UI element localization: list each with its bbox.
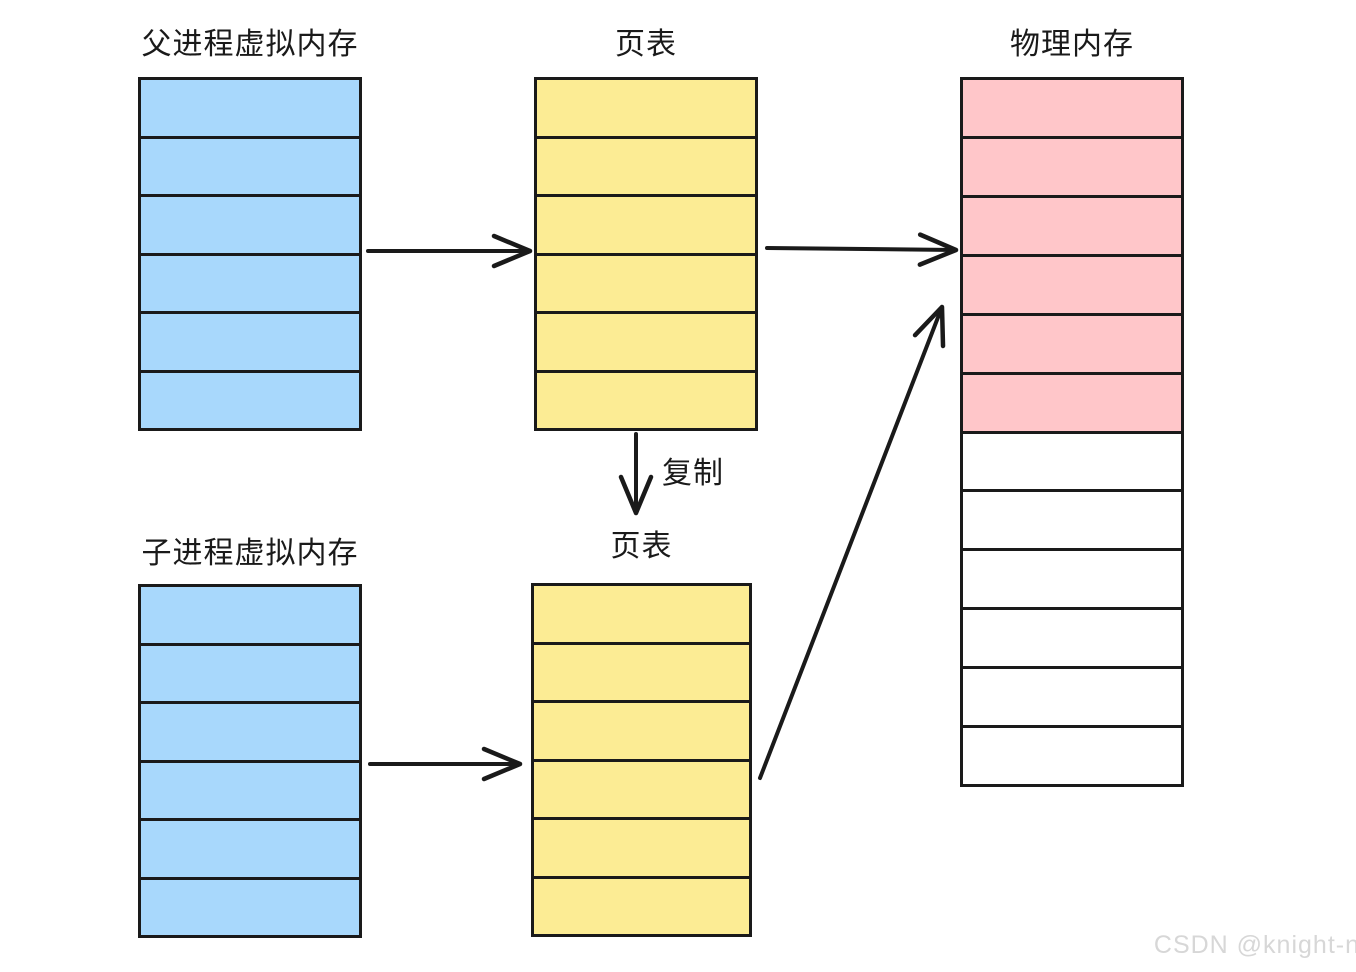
memory-row <box>963 138 1181 198</box>
memory-row <box>963 728 1181 785</box>
memory-row <box>141 255 359 314</box>
parent-memory-box <box>138 77 362 431</box>
memory-row <box>141 879 359 935</box>
parent-memory-title: 父进程虚拟内存 <box>141 28 359 61</box>
memory-row <box>141 80 359 139</box>
memory-row <box>537 314 755 373</box>
memory-row <box>963 433 1181 493</box>
parent-page-table-box <box>534 77 758 431</box>
memory-row <box>537 80 755 139</box>
memory-row <box>141 314 359 373</box>
child-memory-title: 子进程虚拟内存 <box>141 537 359 570</box>
memory-row <box>141 138 359 197</box>
arrow-childpagetable-to-physical-icon <box>758 304 946 780</box>
memory-row <box>963 256 1181 316</box>
child-page-table-box <box>531 583 752 937</box>
memory-row <box>141 587 359 646</box>
memory-row <box>963 492 1181 552</box>
child-page-table-title: 页表 <box>610 530 673 563</box>
arrow-pagetable-to-physical-icon <box>765 232 959 267</box>
memory-row <box>534 703 749 762</box>
memory-row <box>537 255 755 314</box>
memory-row <box>141 645 359 704</box>
memory-row <box>963 551 1181 611</box>
watermark: CSDN @knight-n <box>1153 931 1356 959</box>
memory-row <box>534 586 749 645</box>
memory-row <box>534 644 749 703</box>
memory-row <box>141 762 359 821</box>
physical-memory-title: 物理内存 <box>1010 28 1134 61</box>
parent-page-table-title: 页表 <box>615 28 677 61</box>
memory-row <box>534 820 749 879</box>
memory-row <box>963 374 1181 434</box>
child-memory-box <box>138 584 362 938</box>
memory-row <box>141 372 359 428</box>
memory-row <box>537 138 755 197</box>
memory-row <box>963 610 1181 670</box>
memory-row <box>963 315 1181 375</box>
memory-row <box>963 197 1181 257</box>
memory-row <box>141 197 359 256</box>
copy-label: 复制 <box>662 457 724 490</box>
memory-row <box>141 704 359 763</box>
memory-row <box>963 80 1181 139</box>
memory-row <box>537 197 755 256</box>
memory-row <box>534 878 749 934</box>
memory-row <box>963 669 1181 729</box>
memory-row <box>141 821 359 880</box>
memory-row <box>534 761 749 820</box>
physical-memory-box <box>960 77 1184 787</box>
memory-row <box>537 372 755 428</box>
